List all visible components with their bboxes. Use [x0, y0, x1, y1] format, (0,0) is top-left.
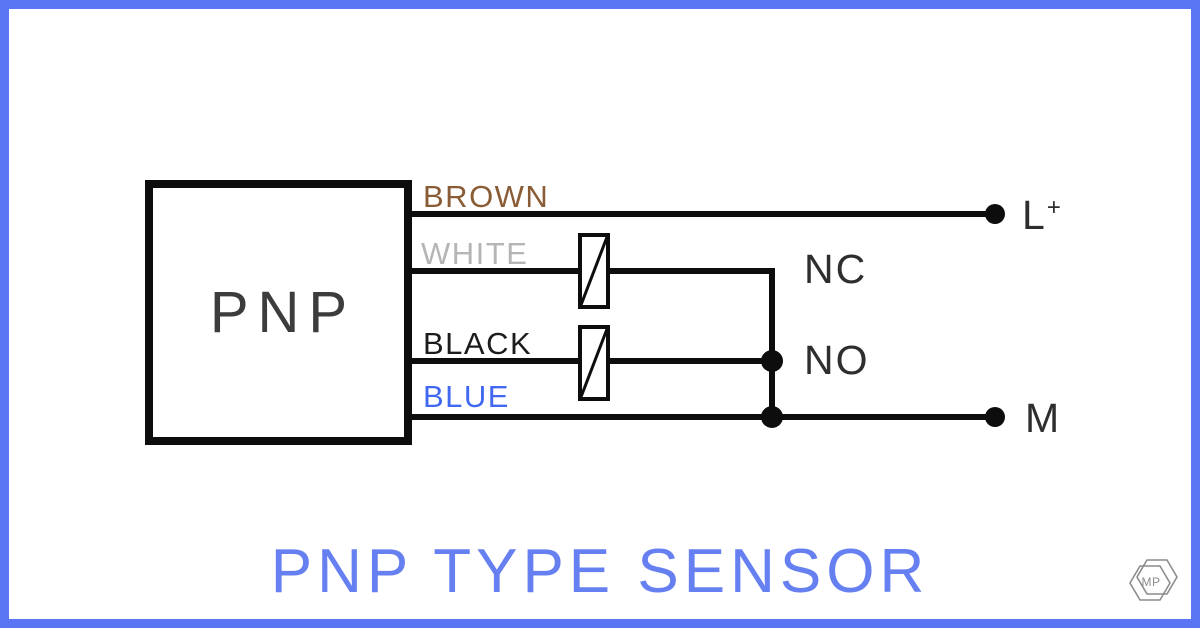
load-symbol-no — [578, 325, 610, 401]
wire-label-white: WHITE — [421, 236, 529, 271]
mp-logo-text: MP — [1141, 575, 1161, 589]
contact-label-nc: NC — [804, 246, 868, 292]
hexagon-logo-icon — [1129, 559, 1178, 601]
terminal-dot-m — [985, 407, 1005, 427]
wire-label-blue: BLUE — [423, 379, 510, 414]
terminal-label-lplus: L+ — [1022, 195, 1061, 236]
terminal-label-l: L — [1022, 192, 1047, 238]
junction-dot-blue — [761, 406, 783, 428]
contact-label-no: NO — [804, 337, 870, 383]
terminal-label-plus: + — [1046, 194, 1061, 221]
wire-label-black: BLACK — [423, 326, 533, 361]
terminal-dot-lplus — [985, 204, 1005, 224]
sensor-box — [145, 180, 412, 445]
junction-dot-no — [761, 350, 783, 372]
sensor-type-label: PNP — [209, 280, 357, 345]
wire-label-brown: BROWN — [423, 179, 550, 214]
mp-logo: MP — [1122, 553, 1184, 613]
load-symbol-nc — [578, 233, 610, 309]
terminal-label-m: M — [1025, 395, 1062, 441]
page-title: PNP TYPE SENSOR — [270, 537, 930, 606]
